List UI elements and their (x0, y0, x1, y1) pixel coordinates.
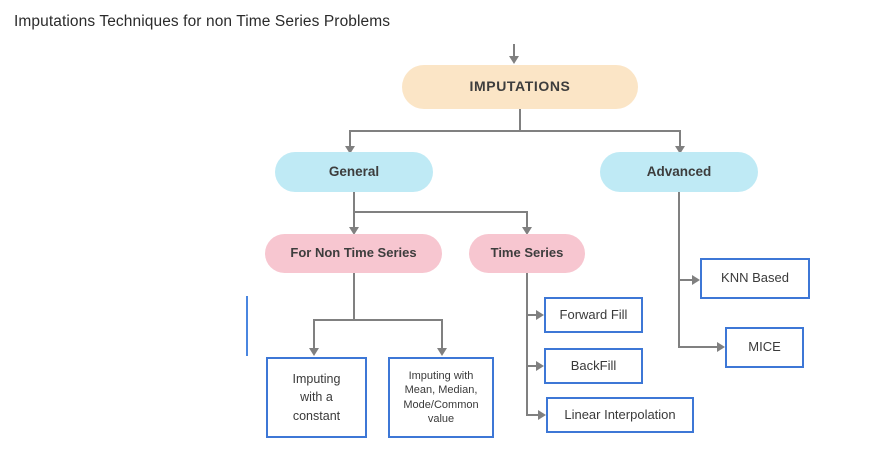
node-general[interactable]: General (275, 152, 433, 192)
edge-root-to-general-drop (349, 130, 351, 149)
edge-advanced-to-mice-line (678, 346, 720, 348)
box-imputing-with-a-constant-label: Imputing with a constant (292, 372, 341, 423)
edge-advanced-to-knn-arrowhead (692, 275, 700, 285)
stray-blue-mark (246, 296, 248, 356)
edge-general-bus (353, 211, 528, 213)
edge-ts-spine (526, 273, 528, 415)
box-imputing-with-mean-median-mode[interactable]: Imputing with Mean, Median, Mode/Common … (388, 357, 494, 438)
edge-root-stem (519, 109, 521, 131)
node-general-label: General (328, 163, 380, 179)
edge-ts-to-backfill-arrowhead (536, 361, 544, 371)
edge-ts-to-backfill-line (526, 365, 539, 367)
edge-general-to-nonts-arrowhead (349, 227, 359, 235)
edge-nonts-bus (313, 319, 443, 321)
edge-entry-arrowhead (509, 56, 519, 64)
edge-root-to-advanced-arrowhead (675, 146, 685, 154)
edge-general-stem (353, 192, 355, 212)
edge-nonts-to-mean-arrowhead (437, 348, 447, 356)
edge-advanced-spine (678, 192, 680, 348)
edge-ts-to-forwardfill-line (526, 314, 539, 316)
page-title: Imputations Techniques for non Time Seri… (14, 13, 391, 30)
edge-root-to-advanced-drop (679, 130, 681, 149)
box-backfill[interactable]: BackFill (544, 348, 643, 384)
box-forward-fill[interactable]: Forward Fill (544, 297, 643, 333)
node-advanced[interactable]: Advanced (600, 152, 758, 192)
edge-root-bus (349, 130, 681, 132)
node-time-series-label: Time Series (490, 245, 564, 261)
edge-root-to-general-arrowhead (345, 146, 355, 154)
box-backfill-label: BackFill (570, 357, 617, 373)
box-forward-fill-label: Forward Fill (559, 306, 628, 322)
box-mice-label: MICE (748, 339, 781, 355)
edge-ts-to-forwardfill-arrowhead (536, 310, 544, 320)
edge-nonts-to-mean-drop (441, 319, 443, 350)
box-knn-based[interactable]: KNN Based (700, 258, 810, 299)
edge-general-to-ts-arrowhead (522, 227, 532, 235)
node-for-non-time-series[interactable]: For Non Time Series (265, 234, 442, 273)
node-imputations-label: IMPUTATIONS (469, 78, 571, 95)
box-knn-based-label: KNN Based (721, 270, 789, 286)
box-linear-interpolation-label: Linear Interpolation (564, 406, 676, 422)
box-linear-interpolation[interactable]: Linear Interpolation (546, 397, 694, 433)
node-time-series[interactable]: Time Series (469, 234, 585, 273)
edge-advanced-to-knn-line (678, 279, 695, 281)
edge-nonts-to-const-drop (313, 319, 315, 350)
edge-ts-to-linear-line (526, 414, 541, 416)
edge-general-to-ts-drop (526, 211, 528, 230)
node-for-non-time-series-label: For Non Time Series (290, 245, 417, 261)
edge-ts-to-linear-arrowhead (538, 410, 546, 420)
edge-advanced-to-mice-arrowhead (717, 342, 725, 352)
node-advanced-label: Advanced (646, 163, 712, 179)
edge-general-to-nonts-drop (353, 211, 355, 230)
box-mice[interactable]: MICE (725, 327, 804, 368)
box-imputing-with-a-constant[interactable]: Imputing with a constant (266, 357, 367, 438)
edge-nonts-stem (353, 273, 355, 320)
box-imputing-with-mean-median-mode-label: Imputing with Mean, Median, Mode/Common … (403, 369, 479, 425)
node-imputations[interactable]: IMPUTATIONS (402, 65, 638, 109)
edge-entry-line (513, 44, 515, 59)
edge-nonts-to-const-arrowhead (309, 348, 319, 356)
